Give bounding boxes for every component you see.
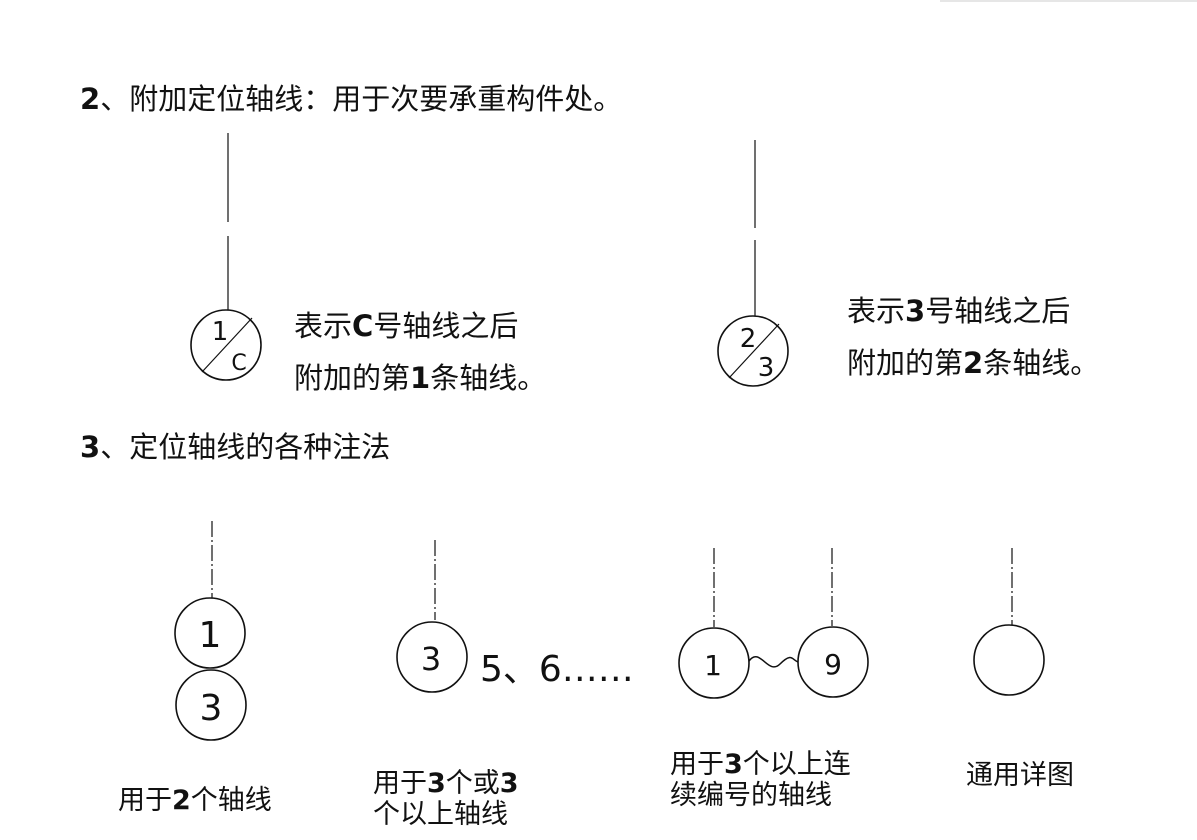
tilde-connector	[748, 655, 799, 668]
axis-circle-empty	[973, 624, 1045, 696]
additional-axis-1-over-c: 1 C	[190, 133, 262, 381]
section-2-title: 、附加定位轴线：用于次要承重构件处。	[100, 82, 623, 116]
description-line-2: 附加的第2条轴线。	[847, 346, 1100, 380]
fraction-slash	[728, 323, 780, 379]
caption-line-1: 用于3个或3	[373, 768, 519, 799]
left-number: 1	[704, 649, 722, 682]
consecutive-axes: 1 9	[678, 548, 869, 699]
caption-line-2: 续编号的轴线	[670, 780, 832, 811]
top-rule	[940, 0, 1197, 2]
caption-consecutive-axes: 用于3个以上连 续编号的轴线	[670, 749, 851, 811]
axis-circle	[396, 621, 468, 693]
caption-general-detail: 通用详图	[966, 760, 1074, 791]
fraction-slash	[201, 317, 253, 373]
description-line-1: 表示C号轴线之后	[294, 309, 519, 343]
three-or-more-axes: 3	[396, 540, 468, 693]
axis-circle-left	[678, 627, 750, 699]
numerator-text: 1	[212, 317, 229, 347]
caption-line-2: 个以上轴线	[373, 799, 508, 830]
example-2-description: 表示3号轴线之后 附加的第2条轴线。	[847, 285, 1099, 389]
axis-circle-bottom	[175, 669, 247, 741]
section-3-number: 3	[80, 430, 101, 464]
bottom-number: 3	[200, 688, 223, 729]
caption-three-or-more-axes: 用于3个或3 个以上轴线	[373, 768, 519, 830]
description-line-1: 表示3号轴线之后	[847, 294, 1071, 328]
description-line-2: 附加的第1条轴线。	[294, 361, 547, 395]
section-3-title: 、定位轴线的各种注法	[100, 430, 391, 464]
additional-axis-2-over-3: 2 3	[717, 140, 789, 387]
general-detail-axis	[973, 548, 1045, 696]
section-3-heading: 3、定位轴线的各种注法	[80, 424, 390, 466]
sequence-text: 5、6……	[480, 649, 634, 690]
two-axes-stacked: 1 3	[174, 521, 247, 741]
section-2-heading: 2、附加定位轴线：用于次要承重构件处。	[80, 76, 622, 118]
right-number: 9	[824, 648, 842, 681]
circle-number: 3	[421, 640, 441, 678]
section-2-number: 2	[80, 82, 101, 116]
top-number: 1	[199, 615, 222, 656]
caption-two-axes: 用于2个轴线	[118, 785, 272, 816]
caption-line-1: 用于3个以上连	[670, 749, 851, 780]
denominator-text: 3	[758, 353, 775, 383]
numerator-text: 2	[740, 324, 757, 354]
axis-circle-top	[174, 597, 246, 669]
example-1-description: 表示C号轴线之后 附加的第1条轴线。	[294, 300, 546, 404]
denominator-text: C	[231, 351, 246, 376]
